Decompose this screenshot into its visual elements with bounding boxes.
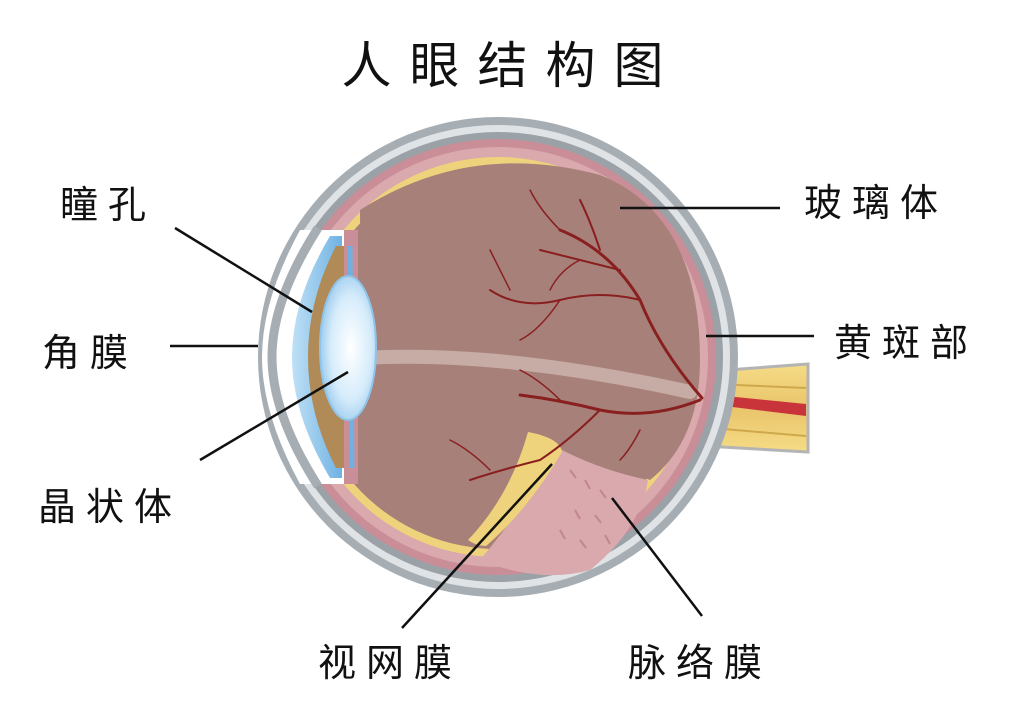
pupil-label: 瞳孔 <box>60 183 157 227</box>
cornea-label: 角膜 <box>42 331 139 375</box>
choroid-leader <box>611 497 703 617</box>
macula-label: 黄斑部 <box>834 321 979 365</box>
page-title: 人眼结构图 <box>341 37 682 95</box>
leader-lines <box>170 206 814 629</box>
vitreous-label: 玻璃体 <box>804 181 949 225</box>
retina-label: 视网膜 <box>318 641 463 685</box>
vitreous-body <box>355 163 700 541</box>
lens <box>319 245 377 469</box>
lens-leader <box>199 370 349 462</box>
blood-vessels <box>449 189 704 481</box>
retina-leader <box>401 463 553 629</box>
pupil-leader <box>174 226 313 314</box>
lens-label: 晶状体 <box>38 485 183 529</box>
choroid-label: 脉络膜 <box>628 641 773 685</box>
